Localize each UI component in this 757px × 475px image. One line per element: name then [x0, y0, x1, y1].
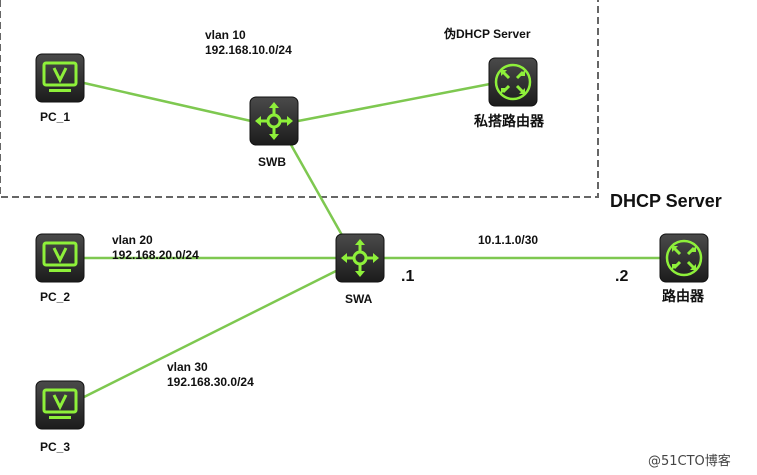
swa-label: SWA — [345, 292, 373, 306]
watermark: @51CTO博客 — [648, 454, 731, 469]
pc2-icon[interactable] — [34, 232, 86, 284]
wan-subnet-label: 10.1.1.0/30 — [478, 233, 539, 247]
swa-switch-icon[interactable] — [334, 232, 386, 284]
router-interface-ip: .2 — [615, 268, 629, 285]
pc2-label: PC_2 — [40, 290, 71, 304]
pc3-label: PC_3 — [40, 440, 71, 454]
router-label: 路由器 — [662, 289, 704, 305]
vlan20-subnet-label: 192.168.20.0/24 — [112, 248, 199, 262]
link-pc3-swa — [83, 268, 339, 399]
swb-switch-icon[interactable] — [248, 95, 300, 147]
router-icon[interactable] — [658, 232, 710, 284]
dhcp-server-title: DHCP Server — [610, 191, 722, 211]
link-swb-swa — [288, 142, 345, 238]
rogue-router-label: 私搭路由器 — [474, 114, 544, 130]
pc3-icon[interactable] — [34, 379, 86, 431]
vlan20-label: vlan 20 — [112, 233, 153, 247]
rogue-router-icon[interactable] — [487, 56, 539, 108]
vlan10-zone-border — [0, 0, 599, 198]
pc1-label: PC_1 — [40, 110, 71, 124]
link-swb-rogue-router — [297, 82, 491, 123]
fake-dhcp-server-label: 伪DHCP Server — [444, 27, 531, 41]
vlan30-subnet-label: 192.168.30.0/24 — [167, 375, 254, 389]
pc1-icon[interactable] — [34, 52, 86, 104]
link-pc1-swb — [83, 81, 252, 123]
swb-label: SWB — [258, 155, 286, 169]
swa-interface-ip: .1 — [401, 268, 415, 285]
vlan10-subnet-label: 192.168.10.0/24 — [205, 43, 292, 57]
vlan30-label: vlan 30 — [167, 360, 208, 374]
vlan10-label: vlan 10 — [205, 28, 246, 42]
